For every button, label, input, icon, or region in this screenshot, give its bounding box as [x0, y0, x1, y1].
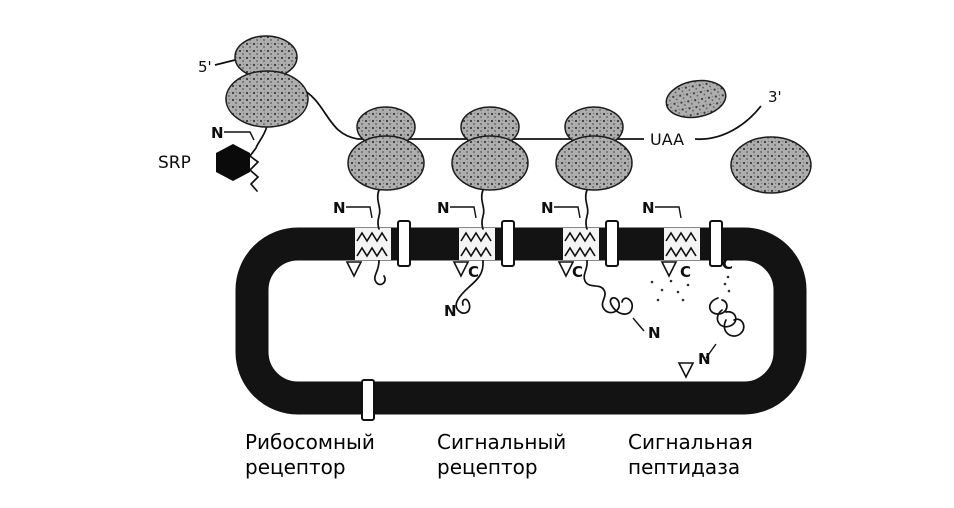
signal-peptide-zigzag — [665, 246, 697, 258]
srp-particle — [216, 144, 250, 181]
bound-ribosome-1 — [347, 106, 425, 191]
captions: Рибосомный рецептор Сигнальный рецептор … — [245, 430, 753, 479]
cleavage-triangle — [660, 261, 678, 278]
c-terminus-label: C — [680, 263, 691, 281]
mrna-3prime-end — [694, 105, 762, 140]
signal-peptide-zigzag — [356, 246, 388, 258]
membrane-receptors — [361, 220, 723, 421]
translocated-chain — [583, 260, 620, 314]
translocated-loop — [455, 260, 484, 314]
srp-arrested-ribosome — [216, 35, 309, 192]
n-terminus-label: N — [444, 302, 457, 320]
c-terminus-label: C — [722, 255, 733, 273]
membrane-channel — [709, 220, 723, 267]
five-prime-label: 5' — [198, 58, 212, 76]
uaa-stop-codon-label: UAA — [650, 130, 684, 149]
ribosome-large-subunit — [225, 70, 309, 128]
signal-receptor-channel — [501, 220, 515, 267]
cleavage-triangle — [557, 261, 575, 278]
signal-peptidase-channel — [605, 220, 619, 267]
bottom-membrane-channel — [361, 379, 375, 421]
cleavage-triangle — [345, 261, 363, 278]
srp-label: SRP — [158, 153, 191, 173]
bound-ribosome-3 — [555, 106, 633, 191]
translocation-sites — [355, 228, 700, 260]
ribosome-large-subunit — [347, 135, 425, 191]
cleavage-triangle — [677, 362, 695, 379]
cleavage-triangles — [345, 261, 695, 379]
released-subunits — [665, 79, 812, 194]
nascent-chain — [480, 189, 485, 230]
c-terminus-label: C — [468, 263, 479, 281]
caption-ribosome-receptor-line2: рецептор — [245, 455, 346, 479]
caption-signal-receptor-line1: Сигнальный — [437, 430, 566, 454]
signal-peptide-zigzag — [460, 246, 492, 258]
free-small-subunit — [665, 79, 727, 119]
text-labels: 5' 3' SRP UAA N N N N N N N N C C C C — [158, 58, 782, 368]
n-terminus-label: N — [333, 199, 346, 217]
signal-peptide-zigzag — [460, 231, 492, 243]
nascent-chains — [373, 189, 634, 315]
n-terminus-label: N — [642, 199, 655, 217]
nascent-chain — [376, 189, 381, 230]
nascent-chain — [584, 189, 589, 230]
mrna-main — [299, 87, 644, 140]
three-prime-label: 3' — [768, 88, 782, 106]
chain-dot — [726, 275, 730, 279]
translocated-chain — [610, 297, 634, 315]
n-terminus-pointers — [224, 131, 717, 359]
cleavage-triangle — [452, 261, 470, 278]
caption-ribosome-receptor-line1: Рибосомный — [245, 430, 375, 454]
caption-signal-peptidase-line1: Сигнальная — [628, 430, 753, 454]
caption-signal-receptor-line2: рецептор — [437, 455, 538, 479]
scatter-dots — [650, 279, 690, 302]
c-terminus-label: C — [572, 263, 583, 281]
ribosome-large-subunit — [555, 135, 633, 191]
n-terminus-label: N — [698, 350, 711, 368]
ribosome-large-subunit — [451, 135, 529, 191]
bound-ribosome-2 — [451, 106, 529, 191]
er-membrane — [235, 227, 807, 415]
chain-dot — [723, 282, 727, 286]
signal-peptide-zigzag — [665, 231, 697, 243]
caption-signal-peptidase-line2: пептидаза — [628, 455, 740, 479]
er-membrane-outline — [235, 227, 807, 415]
n-terminus-label: N — [648, 324, 661, 342]
protein-loop — [716, 309, 737, 328]
signal-peptide-zigzag — [564, 231, 596, 243]
folded-protein — [708, 275, 745, 337]
chain-dot — [727, 289, 731, 293]
n-terminus-label: N — [211, 124, 224, 142]
free-large-subunit — [730, 136, 812, 194]
n-terminus-label: N — [437, 199, 450, 217]
nascent-chain-hook — [373, 260, 386, 286]
n-terminus-label: N — [541, 199, 554, 217]
ribosome-receptor-channel — [397, 220, 411, 267]
protein-loop — [723, 318, 745, 337]
nascent-chain-signal-sequence — [248, 125, 268, 192]
signal-peptide-zigzag — [564, 246, 596, 258]
signal-peptide-zigzag — [356, 231, 388, 243]
